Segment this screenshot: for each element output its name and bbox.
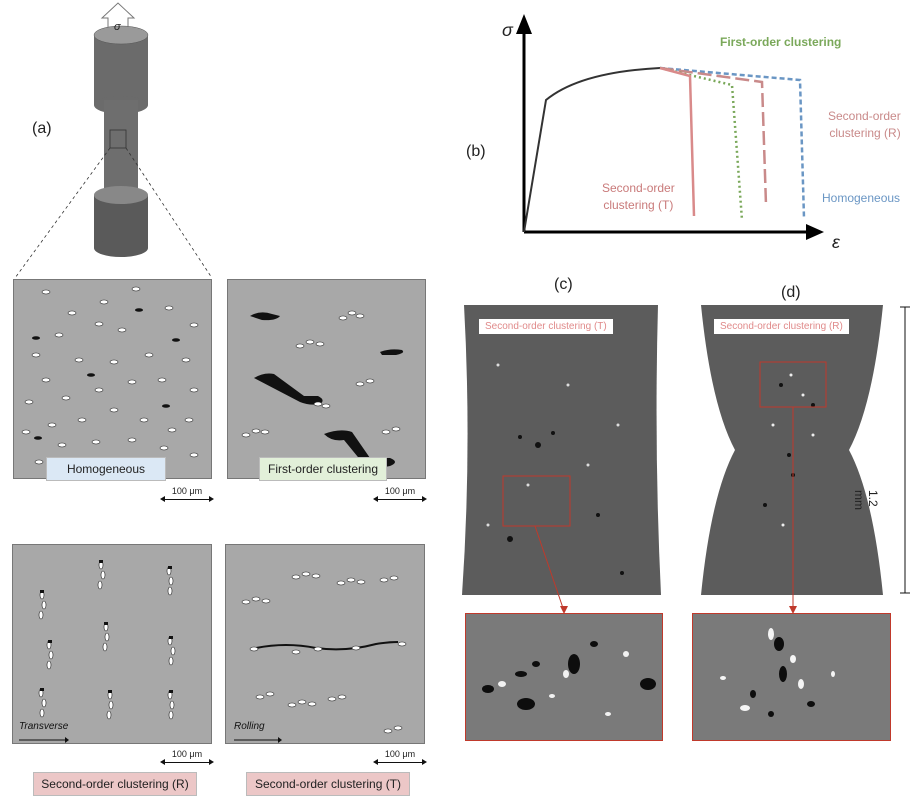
panel-b-label: (b) <box>466 143 486 160</box>
label-second-order-T: Second-order clustering (T) <box>246 772 410 796</box>
length-scale-label: 1.2 mm <box>852 490 880 510</box>
annotation-first-order: First-order clustering <box>720 35 842 49</box>
zoom-view-d <box>692 613 891 741</box>
micrograph-second-order-R: Transverse <box>12 544 212 744</box>
annotation-second-order-T-line2: clustering (T) <box>603 198 674 212</box>
annotation-second-order-R-line2: clustering (R) <box>829 126 901 140</box>
annotation-second-order-T: Second-order clustering (T) <box>602 180 675 214</box>
direction-rolling: Rolling <box>234 721 265 732</box>
annotation-second-order-T-line1: Second-order <box>602 181 675 195</box>
scale-bar-second-order-T: 100 μm <box>373 749 427 765</box>
micrograph-homogeneous <box>13 279 212 479</box>
panel-c-label: (c) <box>554 276 573 293</box>
panel-a-label: (a) <box>32 120 52 137</box>
panel-d-label: (d) <box>781 284 801 301</box>
label-first-order: First-order clustering <box>259 457 387 481</box>
series-second-order-R <box>659 66 768 206</box>
scale-bar-first-order: 100 μm <box>373 486 427 502</box>
sigma-symbol: σ <box>114 21 121 33</box>
micrograph-second-order-T: Rolling <box>225 544 425 744</box>
micrograph-first-order <box>227 279 426 479</box>
label-homogeneous: Homogeneous <box>46 457 166 481</box>
annotation-second-order-R: Second-order clustering (R) <box>828 108 901 142</box>
annotation-second-order-R-line1: Second-order <box>828 109 901 123</box>
scale-bar-second-order-R: 100 μm <box>160 749 214 765</box>
zoom-view-c <box>465 613 663 741</box>
length-scale-bar <box>900 306 910 594</box>
tomography-d-label: Second-order clustering (R) <box>714 319 849 334</box>
tomography-c-label: Second-order clustering (T) <box>479 319 613 334</box>
scale-bar-homogeneous: 100 μm <box>160 486 214 502</box>
series-homogeneous <box>659 66 806 219</box>
tomography-slice-c: Second-order clustering (T) <box>458 305 665 595</box>
y-axis-label: σ <box>502 20 513 40</box>
direction-transverse: Transverse <box>19 721 69 732</box>
x-axis-label: ε <box>832 232 840 252</box>
tensile-specimen <box>14 2 213 279</box>
annotation-homogeneous: Homogeneous <box>822 191 901 205</box>
label-second-order-R: Second-order clustering (R) <box>33 772 197 796</box>
tomography-slice-d: Second-order clustering (R) <box>693 305 891 595</box>
series-second-order-T <box>659 66 696 217</box>
stress-strain-chart <box>516 14 824 240</box>
